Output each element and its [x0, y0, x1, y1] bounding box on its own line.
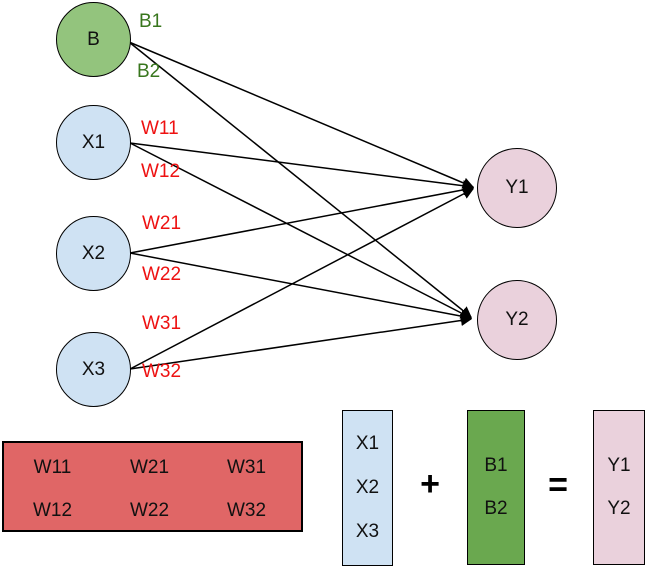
edge-b-y2: [128, 41, 472, 318]
weight-matrix-cell: W21: [129, 457, 170, 478]
output-vector-item: Y2: [607, 498, 631, 519]
edge-b-y1: [128, 41, 475, 189]
output-node-y2-label: Y2: [505, 309, 529, 330]
weight-matrix-cell: W31: [226, 457, 267, 478]
edge-x1-y2: [129, 142, 473, 319]
plus-operator: +: [420, 464, 440, 503]
weight-matrix-cell: W11: [33, 457, 72, 478]
equals-operator: =: [548, 465, 568, 504]
bias-node: B: [56, 2, 131, 77]
input-node-x3-label: X3: [81, 358, 106, 380]
input-vector: X1 X2 X3: [342, 410, 393, 566]
edge-x2-y1: [129, 184, 475, 254]
weight-matrix-cell: W22: [129, 500, 170, 521]
output-node-y2: Y2: [477, 280, 557, 360]
input-vector-item: X2: [355, 477, 380, 498]
bias-vector: B1 B2: [467, 410, 525, 565]
edge-label-w11: W11: [141, 118, 179, 139]
edge-x3-y2: [129, 314, 473, 370]
input-node-x3: X3: [56, 332, 131, 407]
edge-x3-y1: [129, 188, 474, 370]
weight-matrix-cell: W32: [226, 500, 267, 521]
bias-vector-item: B2: [484, 498, 508, 519]
edge-label-w22: W22: [142, 264, 182, 285]
edge-label-w21: W21: [142, 213, 182, 234]
weight-matrix-row-2: W12 W22 W32: [4, 500, 301, 522]
input-vector-item: X3: [355, 521, 380, 542]
edge-label-w12: W12: [141, 161, 181, 182]
output-node-y1: Y1: [477, 148, 557, 228]
edge-label-w32: W32: [142, 361, 182, 382]
input-vector-item: X1: [355, 433, 380, 454]
edge-label-b2: B2: [137, 61, 161, 82]
output-vector: Y1 Y2: [593, 410, 645, 565]
input-node-x2-label: X2: [81, 242, 106, 264]
input-node-x2: X2: [56, 216, 131, 291]
weight-matrix-cell: W12: [32, 500, 73, 521]
input-node-x1: X1: [56, 105, 131, 180]
weight-matrix-row-1: W11 W21 W31: [4, 457, 301, 479]
output-node-y1-label: Y1: [505, 177, 529, 198]
edge-label-w31: W31: [142, 313, 182, 334]
weight-matrix: W11 W21 W31 W12 W22 W32: [2, 441, 303, 532]
edge-x2-y2: [129, 252, 473, 322]
edge-label-b1: B1: [139, 11, 163, 32]
output-vector-item: Y1: [607, 455, 631, 476]
input-node-x1-label: X1: [81, 131, 106, 153]
bias-node-label: B: [87, 28, 100, 50]
edge-x1-y1: [129, 142, 475, 192]
bias-vector-item: B1: [484, 455, 508, 476]
